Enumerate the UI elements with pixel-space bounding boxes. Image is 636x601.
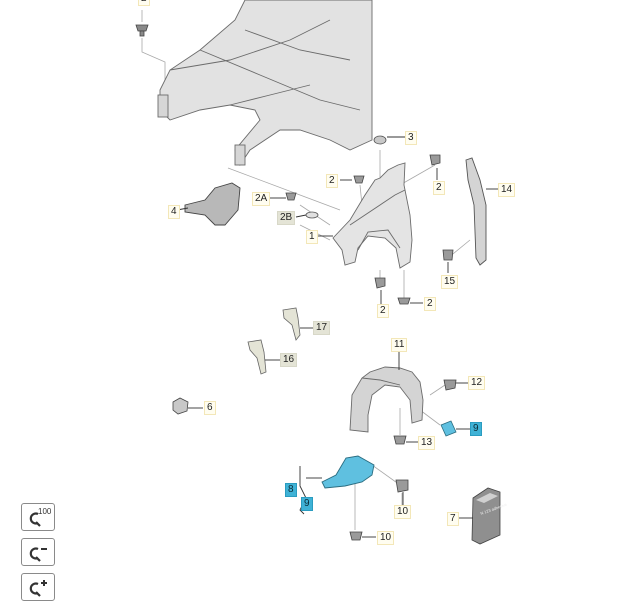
fender-part	[332, 162, 413, 269]
zoom-in-button[interactable]	[21, 573, 55, 601]
adhesive-package-part: N 123 adhesive	[471, 487, 508, 545]
callout-label[interactable]: 2A	[252, 192, 271, 206]
callout-label[interactable]: 12	[468, 376, 486, 390]
callout-label[interactable]: 13	[418, 436, 436, 450]
clip-part	[429, 154, 441, 166]
front-structure-part	[157, 0, 373, 167]
callout-label[interactable]: 17	[313, 321, 331, 335]
wheel-liner-part	[349, 366, 424, 433]
callout-label[interactable]: 7	[447, 512, 459, 526]
callout-label[interactable]: 11	[391, 338, 408, 352]
zoom-reset-label: 100	[38, 507, 52, 516]
bracket-part	[184, 182, 241, 226]
callout-label[interactable]: 3	[405, 131, 417, 145]
zoom-out-button[interactable]	[21, 538, 55, 566]
callout-label[interactable]: 2	[326, 174, 338, 188]
callout-label[interactable]: 2	[377, 304, 389, 318]
washer-part	[305, 211, 319, 219]
callout-label[interactable]: 2	[424, 297, 436, 311]
clip-part-9	[440, 420, 457, 437]
trim-part-17	[282, 307, 301, 341]
callout-label[interactable]: 10	[394, 505, 412, 519]
clip-part	[349, 531, 363, 541]
zoom-reset-icon	[29, 512, 41, 527]
zoom-in-icon	[29, 580, 47, 597]
clip-part	[397, 297, 411, 305]
cap-part	[373, 135, 387, 145]
callout-label[interactable]: 2B	[277, 211, 296, 225]
buffer-part	[172, 397, 189, 415]
callout-label[interactable]: 14	[498, 183, 516, 197]
callout-label[interactable]: 9	[301, 497, 313, 511]
clip-part	[285, 192, 297, 201]
clip-part	[374, 277, 386, 289]
clip-part	[393, 435, 407, 445]
clip-part	[442, 249, 454, 261]
zoom-reset-button[interactable]: 100	[21, 503, 55, 531]
clip-part	[395, 479, 409, 493]
callout-label[interactable]: 2	[433, 181, 445, 195]
callout-label[interactable]: 4	[168, 205, 180, 219]
callout-label[interactable]: 8	[285, 483, 297, 497]
trim-part-16	[247, 339, 267, 375]
clip-part	[443, 379, 457, 391]
zoom-out-icon	[29, 547, 47, 562]
callout-label[interactable]: 16	[280, 353, 298, 367]
callout-label[interactable]: 6	[204, 401, 216, 415]
callout-label[interactable]: 15	[441, 275, 459, 289]
callout-label[interactable]: 9	[470, 422, 482, 436]
clip-part	[353, 175, 365, 184]
callout-label[interactable]: 2	[138, 0, 150, 6]
seal-strip-part	[465, 157, 487, 266]
air-deflector-part	[321, 455, 375, 489]
callout-label[interactable]: 10	[377, 531, 395, 545]
callout-label[interactable]: 1	[306, 230, 318, 244]
bolt-part	[135, 24, 149, 37]
